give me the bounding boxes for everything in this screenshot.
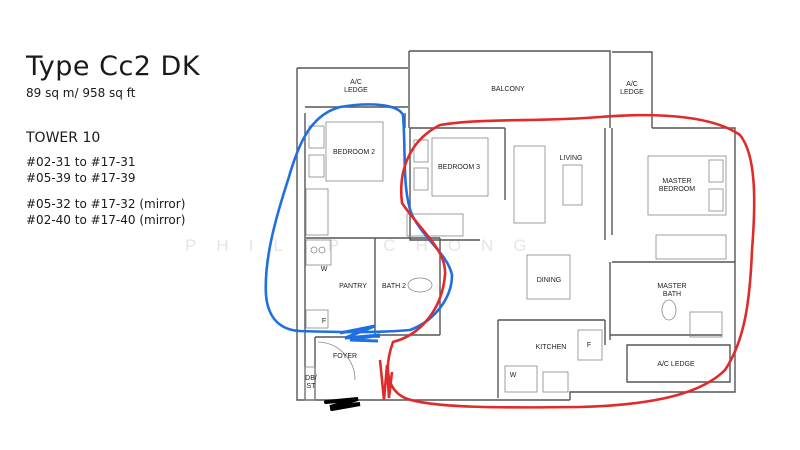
washer-kitchen: [504, 365, 538, 393]
label-st: ST: [307, 383, 317, 390]
label-foyer: FOYER: [333, 353, 357, 360]
wardrobe-master: [655, 234, 727, 260]
label-kitchen: KITCHEN: [536, 344, 567, 351]
sofa: [513, 145, 546, 224]
blue-scribble: [339, 324, 381, 343]
label-fridge-kitchen: F: [587, 342, 591, 349]
shower-master: [689, 311, 723, 338]
unit-range: #02-31 to #17-31: [26, 155, 136, 169]
label-washer-kitchen: W: [510, 372, 517, 379]
label-master-bath-2: BATH: [663, 291, 681, 298]
unit-area: 89 sq m/ 958 sq ft: [26, 86, 136, 100]
label-washer-pantry: W: [321, 266, 328, 273]
label-living: LIVING: [560, 155, 583, 162]
watermark: PHILIP CHONG: [185, 236, 547, 255]
bed-bedroom2: [325, 121, 384, 182]
label-balcony: BALCONY: [491, 86, 525, 93]
toilet-bath2: [407, 277, 433, 293]
label-ac-ledge-right: A/C: [626, 81, 638, 88]
label-master-bedroom-2: BEDROOM: [659, 186, 695, 193]
wardrobe-bedroom2: [305, 188, 329, 236]
label-ac-ledge-bottom: A/C LEDGE: [657, 361, 695, 368]
entrance-door: [317, 341, 356, 381]
red-annotation-loop: [386, 113, 756, 409]
bed-bedroom3: [431, 137, 489, 197]
label-db: DB/: [305, 375, 317, 382]
label-master-bedroom: MASTER: [662, 178, 691, 185]
label-dining: DINING: [537, 277, 562, 284]
toilet-master-bath: [661, 299, 677, 321]
label-bedroom3: BEDROOM 3: [438, 164, 480, 171]
blue-annotation-loop: [264, 103, 454, 334]
red-scribble: [378, 359, 394, 401]
bed-master: [647, 155, 727, 216]
fridge-pantry: [305, 309, 329, 329]
dining-table: [526, 254, 571, 300]
stove: [542, 371, 569, 393]
label-master-bath: MASTER: [657, 283, 686, 290]
label-ac-ledge-left: A/C: [350, 79, 362, 86]
black-scribble: [324, 397, 361, 411]
label-ac-ledge-left-2: LEDGE: [344, 87, 368, 94]
wardrobe-bedroom3: [406, 213, 464, 237]
tower-label: TOWER 10: [26, 130, 101, 146]
furniture: [304, 121, 727, 401]
room-labels: A/C LEDGE BALCONY A/C LEDGE BEDROOM 2 BE…: [305, 79, 695, 390]
fridge-kitchen: [577, 329, 603, 361]
coffee-table: [562, 164, 583, 206]
mirror-unit-range: #05-32 to #17-32 (mirror): [26, 197, 186, 211]
label-bath2: BATH 2: [382, 283, 406, 290]
label-fridge-pantry: F: [322, 318, 326, 325]
unit-range: #05-39 to #17-39: [26, 171, 136, 185]
unit-info: Type Cc2 DK 89 sq m/ 958 sq ft TOWER 10 …: [26, 52, 200, 228]
mirror-unit-range: #02-40 to #17-40 (mirror): [26, 213, 186, 227]
unit-type-title: Type Cc2 DK: [26, 51, 201, 82]
walls: [296, 50, 736, 401]
label-bedroom2: BEDROOM 2: [333, 149, 375, 156]
label-ac-ledge-right-2: LEDGE: [620, 89, 644, 96]
label-pantry: PANTRY: [339, 283, 367, 290]
